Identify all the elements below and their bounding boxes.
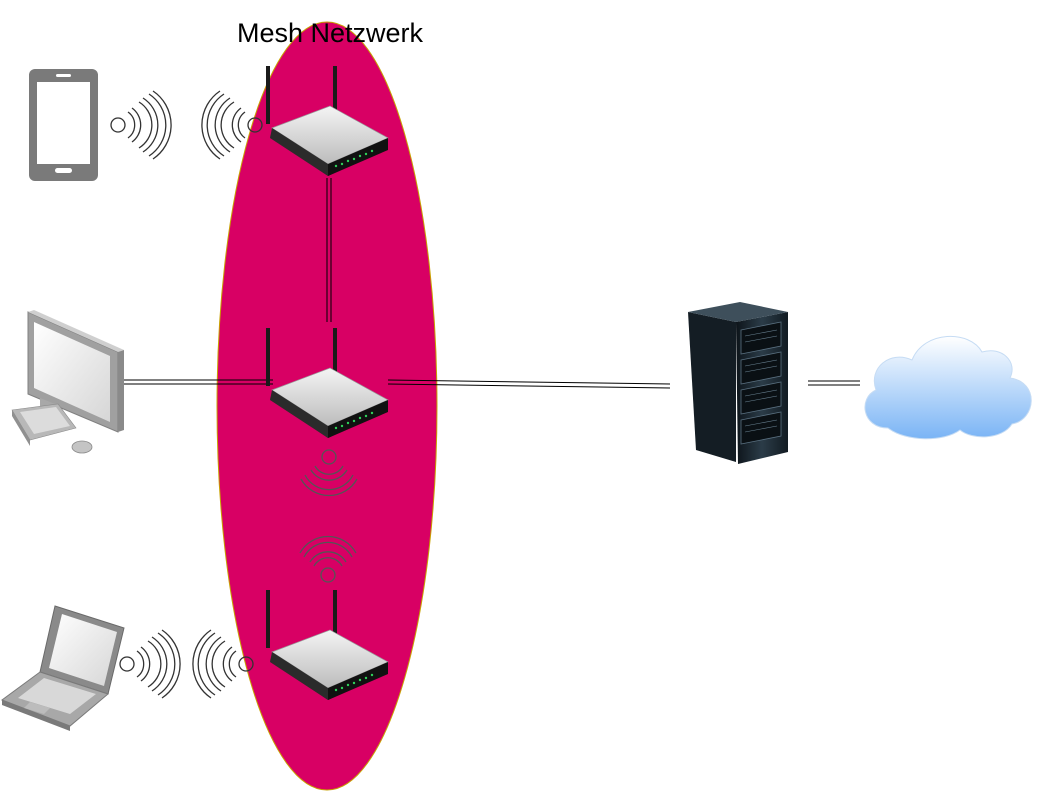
wireless-router-icon [266, 66, 389, 176]
smartphone-icon [29, 69, 98, 181]
wifi-signal-icon [119, 629, 181, 699]
wifi-signal-icon [110, 90, 172, 160]
link-desktop-to-router-middle [118, 379, 273, 385]
laptop-icon [0, 605, 125, 731]
wifi-signal-icon [299, 535, 357, 583]
link-router-middle-to-server [387, 379, 671, 389]
server-rack-icon [688, 302, 788, 464]
wireless-router-icon [266, 590, 389, 700]
diagram-title: Mesh Netzwerk [236, 18, 424, 48]
link-server-to-internet [808, 380, 860, 386]
wifi-signal-icon [201, 90, 263, 160]
desktop-computer-icon [11, 310, 124, 454]
wifi-signal-icon [192, 629, 254, 699]
wireless-router-icon [266, 328, 389, 438]
wifi-signal-icon [300, 449, 358, 497]
cloud-icon [864, 335, 1032, 440]
link-router-top-to-router-middle [326, 178, 332, 322]
